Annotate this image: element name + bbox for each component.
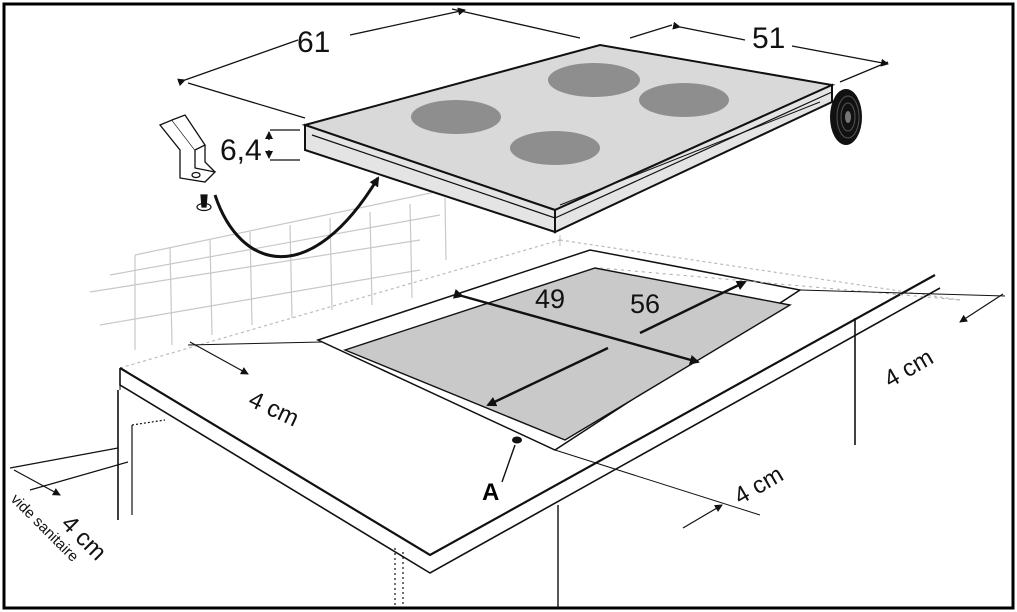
burner-front-right [639, 83, 729, 117]
appliance-dimension-lines [177, 7, 889, 161]
burner-front-left [510, 131, 600, 165]
burner-back-right [548, 63, 640, 97]
marker-a: A [482, 436, 522, 506]
hob [301, 43, 836, 234]
appliance-depth-label: 51 [752, 22, 785, 55]
marker-a-label: A [482, 479, 499, 506]
clearance-right: 4 cm [799, 289, 1006, 393]
cutout-width-label: 56 [630, 289, 660, 319]
clearance-left-label: 4 cm [244, 386, 303, 432]
clearance-right-label: 4 cm [880, 344, 939, 393]
clearance-left: 4 cm [187, 341, 323, 432]
screw-icon [196, 194, 212, 212]
appliance-width-label: 61 [297, 26, 330, 59]
burner-back-left [411, 100, 501, 134]
clearance-front-label: 4 cm [730, 461, 789, 510]
cutout-depth-arrow-back [639, 280, 747, 335]
worktop [9, 239, 961, 608]
clearance-under: 4 cm vide sanitaire [7, 469, 112, 566]
cutout-dimension-arrows [452, 280, 747, 407]
wall-tile-grid [89, 189, 561, 350]
cutout-width-arrow [452, 289, 700, 365]
cutout-depth-label: 49 [535, 284, 565, 314]
cutout-opening [315, 249, 961, 451]
fixing-bracket-icon [158, 114, 217, 183]
clearance-front: 4 cm [554, 449, 789, 529]
seal-roll-icon [830, 89, 862, 145]
insert-arrow [213, 176, 380, 258]
appliance-height-label: 6,4 [220, 134, 262, 167]
cutout-depth-arrow-front [486, 346, 609, 407]
